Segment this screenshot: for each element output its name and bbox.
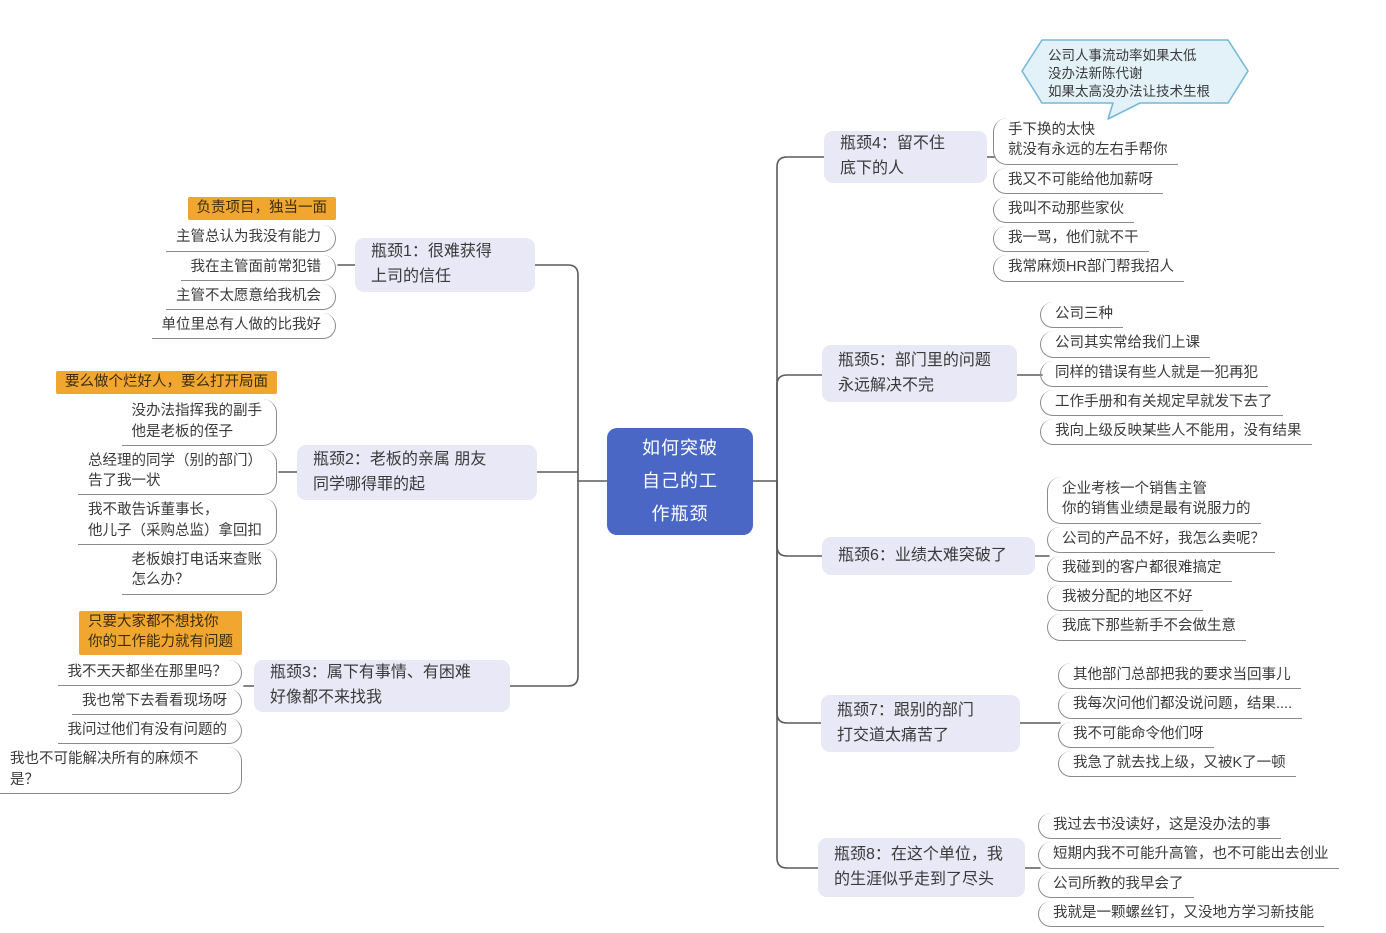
- branch-children-group-6: 企业考核一个销售主管 你的销售业绩是最有说服力的公司的产品不好，我怎么卖呢？我碰…: [1047, 477, 1275, 644]
- branch-topic-4[interactable]: 瓶颈4：留不住 底下的人: [824, 131, 987, 183]
- child-topic[interactable]: 我底下那些新手不会做生意: [1047, 614, 1246, 641]
- highlight-child-topic[interactable]: 只要大家都不想找你 你的工作能力就有问题: [79, 611, 242, 655]
- child-topic[interactable]: 我在主管面前常犯错: [180, 254, 336, 281]
- child-topic[interactable]: 我每次问他们都没说问题，结果....: [1058, 692, 1303, 719]
- child-topic[interactable]: 我碰到的客户都很难搞定: [1047, 555, 1232, 583]
- child-topic[interactable]: 我不天天都坐在那里吗？: [57, 659, 242, 686]
- child-topic[interactable]: 我不敢告诉董事长， 他儿子（采购总监）拿回扣: [78, 498, 277, 546]
- highlight-child-topic[interactable]: 要么做个烂好人，要么打开局面: [56, 371, 277, 395]
- branch-topic-2[interactable]: 瓶颈2：老板的亲属 朋友 同学哪得罪的起: [297, 445, 537, 500]
- child-topic[interactable]: 我常麻烦HR部门帮我招人: [993, 255, 1184, 282]
- child-topic[interactable]: 公司所教的我早会了: [1038, 871, 1194, 898]
- branch-topic-7[interactable]: 瓶颈7：跟别的部门 打交道太痛苦了: [821, 695, 1020, 752]
- central-topic[interactable]: 如何突破 自己的工 作瓶颈: [607, 428, 753, 535]
- child-topic[interactable]: 公司的产品不好，我怎么卖呢？: [1047, 526, 1275, 553]
- child-topic[interactable]: 手下换的太快 就没有永远的左右手帮你: [993, 118, 1178, 165]
- child-topic[interactable]: 没办法指挥我的副手 他是老板的侄子: [121, 399, 277, 446]
- branch-topic-1[interactable]: 瓶颈1：很难获得 上司的信任: [355, 238, 535, 292]
- child-topic[interactable]: 我不可能命令他们呀: [1058, 721, 1214, 748]
- child-topic[interactable]: 短期内我不可能升高管，也不可能出去创业: [1038, 842, 1339, 869]
- branch-children-group-7: 其他部门总部把我的要求当回事儿我每次问他们都没说问题，结果....我不可能命令他…: [1058, 663, 1303, 780]
- child-topic[interactable]: 我过去书没读好，这是没办法的事: [1038, 813, 1281, 840]
- child-topic[interactable]: 我急了就去找上级，又被K了一顿: [1058, 750, 1296, 778]
- child-topic[interactable]: 单位里总有人做的比我好: [151, 313, 336, 340]
- branch-children-group-4: 手下换的太快 就没有永远的左右手帮你我又不可能给他加薪呀我叫不动那些家伙我一骂，…: [993, 118, 1184, 285]
- child-topic[interactable]: 我就是一颗螺丝钉，又没地方学习新技能: [1038, 900, 1324, 928]
- child-topic[interactable]: 企业考核一个销售主管 你的销售业绩是最有说服力的: [1047, 477, 1261, 524]
- child-topic[interactable]: 其他部门总部把我的要求当回事儿: [1058, 663, 1301, 690]
- branch-children-group-2: 要么做个烂好人，要么打开局面没办法指挥我的副手 他是老板的侄子总经理的同学（别的…: [56, 371, 277, 598]
- child-topic[interactable]: 我也不可能解决所有的麻烦不是？: [0, 747, 242, 795]
- child-topic[interactable]: 同样的错误有些人就是一犯再犯: [1040, 360, 1268, 387]
- child-topic[interactable]: 主管总认为我没有能力: [166, 225, 336, 252]
- branch-topic-6[interactable]: 瓶颈6：业绩太难突破了: [822, 537, 1035, 575]
- child-topic[interactable]: 我一骂，他们就不干: [993, 226, 1149, 253]
- child-topic[interactable]: 我向上级反映某些人不能用，没有结果: [1040, 419, 1312, 446]
- branch-topic-8[interactable]: 瓶颈8：在这个单位，我 的生涯似乎走到了尽头: [818, 838, 1025, 897]
- branch-children-group-8: 我过去书没读好，这是没办法的事短期内我不可能升高管，也不可能出去创业公司所教的我…: [1038, 813, 1339, 930]
- branch-children-group-3: 只要大家都不想找你 你的工作能力就有问题我不天天都坐在那里吗？我也常下去看看现场…: [0, 611, 242, 797]
- highlight-child-topic[interactable]: 负责项目，独当一面: [187, 197, 336, 221]
- child-topic[interactable]: 我被分配的地区不好: [1047, 585, 1203, 612]
- child-topic[interactable]: 我也常下去看看现场呀: [72, 688, 242, 716]
- child-topic[interactable]: 我又不可能给他加薪呀: [993, 167, 1163, 194]
- branch-topic-3[interactable]: 瓶颈3：属下有事情、有困难 好像都不来找我: [254, 660, 510, 712]
- child-topic[interactable]: 总经理的同学（别的部门） 告了我一状: [78, 448, 277, 496]
- child-topic[interactable]: 主管不太愿意给我机会: [166, 283, 336, 311]
- child-topic[interactable]: 公司三种: [1040, 302, 1123, 329]
- child-topic[interactable]: 我叫不动那些家伙: [993, 196, 1134, 224]
- branch-children-group-5: 公司三种公司其实常给我们上课同样的错误有些人就是一犯再犯工作手册和有关规定早就发…: [1040, 302, 1312, 448]
- branch-children-group-1: 负责项目，独当一面主管总认为我没有能力我在主管面前常犯错主管不太愿意给我机会单位…: [151, 197, 336, 342]
- child-topic[interactable]: 工作手册和有关规定早就发下去了: [1040, 389, 1283, 417]
- branch-topic-5[interactable]: 瓶颈5：部门里的问题 永远解决不完: [822, 345, 1017, 402]
- child-topic[interactable]: 公司其实常给我们上课: [1040, 331, 1210, 358]
- child-topic[interactable]: 老板娘打电话来查账 怎么办？: [121, 548, 277, 595]
- child-topic[interactable]: 我问过他们有没有问题的: [57, 718, 242, 745]
- callout-text: 公司人事流动率如果太低 没办法新陈代谢 如果太高没办法让技术生根: [1048, 48, 1210, 99]
